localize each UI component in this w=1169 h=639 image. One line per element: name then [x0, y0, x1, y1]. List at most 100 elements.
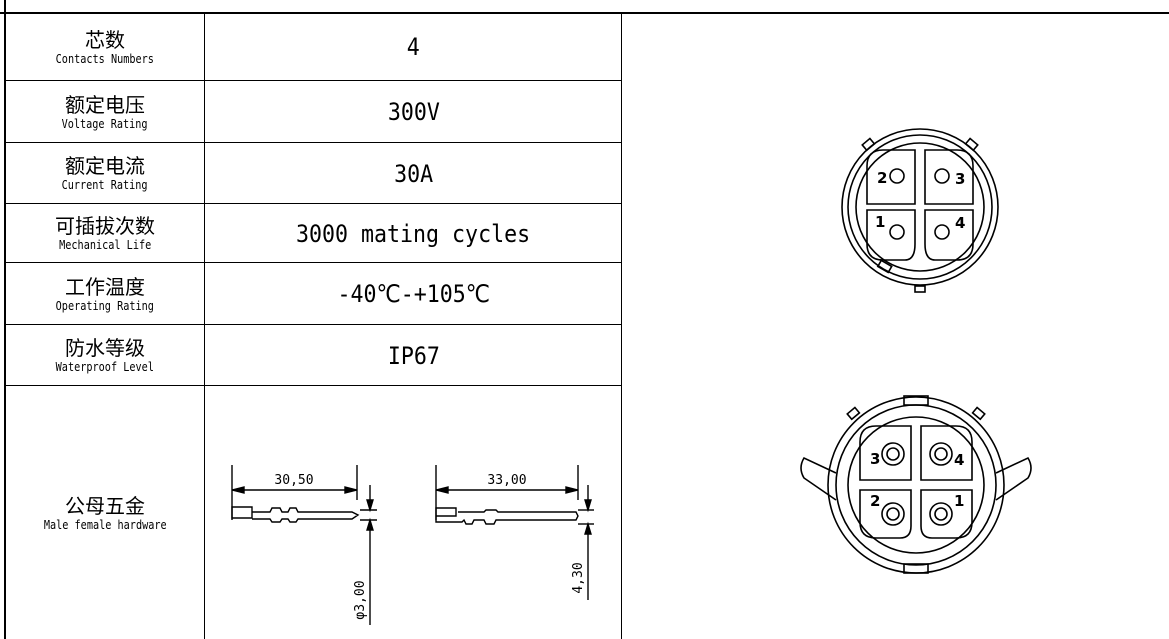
spec-label-voltage: 额定电压 Voltage Rating [6, 82, 204, 142]
female-pin-drawing: 33,00 4,30 [435, 465, 594, 600]
pin-quadrant [920, 489, 973, 539]
spec-label-zh: 可插拔次数 [55, 214, 155, 238]
spec-value-text: 300V [387, 98, 440, 126]
spec-label-zh: 公母五金 [65, 493, 145, 518]
female-pin-body [435, 507, 579, 525]
connector-outer-ring [827, 396, 1005, 574]
row-divider [4, 80, 621, 81]
pin-quadrant [920, 425, 973, 481]
female-length-label: 33,00 [487, 473, 526, 488]
spec-label-en: Male female hardware [43, 517, 167, 532]
pin-hole [881, 502, 905, 526]
latch-tab [876, 259, 893, 274]
connector-ring [835, 404, 997, 566]
male-pin-body [231, 506, 360, 523]
pin-hole [934, 168, 950, 184]
arrowhead [231, 486, 245, 494]
female-height-label: 4,30 [571, 562, 586, 593]
latch-tab [914, 285, 926, 293]
pin-number: 1 [954, 492, 964, 510]
spec-label-en: Contacts Numbers [55, 51, 155, 66]
pin-hole-inner [934, 507, 948, 521]
spec-label-contacts: 芯数 Contacts Numbers [6, 14, 204, 80]
male-length-label: 30,50 [274, 473, 313, 488]
spec-label-zh: 额定电流 [65, 154, 145, 178]
spec-label-hardware: 公母五金 Male female hardware [6, 387, 204, 639]
arrowhead [366, 499, 374, 513]
connector-ring [847, 134, 993, 280]
spec-value-text: 30A [393, 159, 434, 188]
spec-value-voltage: 300V [206, 82, 621, 142]
pin-number: 2 [870, 492, 880, 510]
pin-quadrant [866, 209, 916, 261]
connector-inner-ring [855, 142, 985, 272]
arrowhead [435, 486, 449, 494]
pin-hole [889, 168, 905, 184]
arrowhead [344, 486, 358, 494]
latch-tab [964, 137, 979, 152]
latch-tab [861, 137, 876, 152]
column-divider-value [621, 12, 622, 639]
spec-label-en: Operating Rating [55, 298, 155, 313]
spec-label-en: Current Rating [62, 178, 148, 192]
spec-label-operating: 工作温度 Operating Rating [6, 264, 204, 324]
connector-top-drawing: 2 3 1 4 [841, 128, 999, 293]
pin-number: 3 [870, 450, 880, 468]
latch-tab [846, 406, 861, 421]
male-pin-drawing: 30,50 φ3,00 [231, 465, 377, 625]
row-divider [4, 324, 621, 325]
latch-tab [903, 563, 929, 574]
spec-label-zh: 工作温度 [65, 274, 145, 299]
spec-label-en: Voltage Rating [62, 116, 148, 131]
pin-number: 2 [877, 169, 887, 187]
pin-quadrant [859, 489, 912, 539]
table-top-border [0, 12, 1169, 14]
spec-value-mechanical-life: 3000 mating cycles [206, 205, 621, 262]
pin-hole [929, 502, 953, 526]
pin-hole [934, 224, 950, 240]
arrowhead [584, 499, 592, 513]
pin-number: 1 [875, 213, 885, 231]
pin-hole-inner [886, 507, 900, 521]
table-left-border [4, 0, 6, 639]
spec-label-en: Waterproof Level [55, 360, 155, 374]
spec-label-zh: 额定电压 [65, 92, 145, 117]
pin-hole-inner [934, 447, 948, 461]
spec-value-text: 4 [406, 33, 420, 61]
spec-value-waterproof: IP67 [206, 326, 621, 385]
row-divider [4, 385, 621, 386]
spec-label-zh: 防水等级 [65, 336, 145, 360]
pin-quadrant [866, 149, 916, 205]
pin-quadrant [924, 209, 974, 261]
pin-quadrant [859, 425, 912, 481]
latch-tab [903, 395, 929, 406]
pin-hole [881, 442, 905, 466]
pin-hole [889, 224, 905, 240]
connector-inner-ring [847, 416, 985, 554]
arrowhead [584, 521, 592, 535]
row-divider [4, 203, 621, 204]
side-wing [800, 456, 837, 501]
pin-quadrant [924, 149, 974, 205]
arrowhead [565, 486, 579, 494]
spec-value-text: 3000 mating cycles [296, 219, 531, 248]
side-wing [995, 456, 1032, 501]
pin-hole-inner [886, 447, 900, 461]
pin-hole [929, 442, 953, 466]
spec-label-mechanical-life: 可插拔次数 Mechanical Life [6, 205, 204, 262]
connector-bottom-drawing: 3 4 2 1 [800, 395, 1032, 574]
spec-value-operating: -40℃-+105℃ [206, 264, 621, 324]
spec-label-zh: 芯数 [85, 27, 125, 52]
row-divider [4, 262, 621, 263]
pin-number: 4 [955, 214, 965, 232]
male-diameter-label: φ3,00 [353, 580, 368, 619]
arrowhead [366, 517, 374, 531]
spec-value-contacts: 4 [206, 14, 621, 80]
latch-tab [971, 406, 986, 421]
spec-value-current: 30A [206, 144, 621, 203]
spec-value-text: IP67 [387, 341, 440, 370]
pin-number: 3 [955, 170, 965, 188]
pin-number: 4 [954, 451, 964, 469]
row-divider [4, 142, 621, 143]
